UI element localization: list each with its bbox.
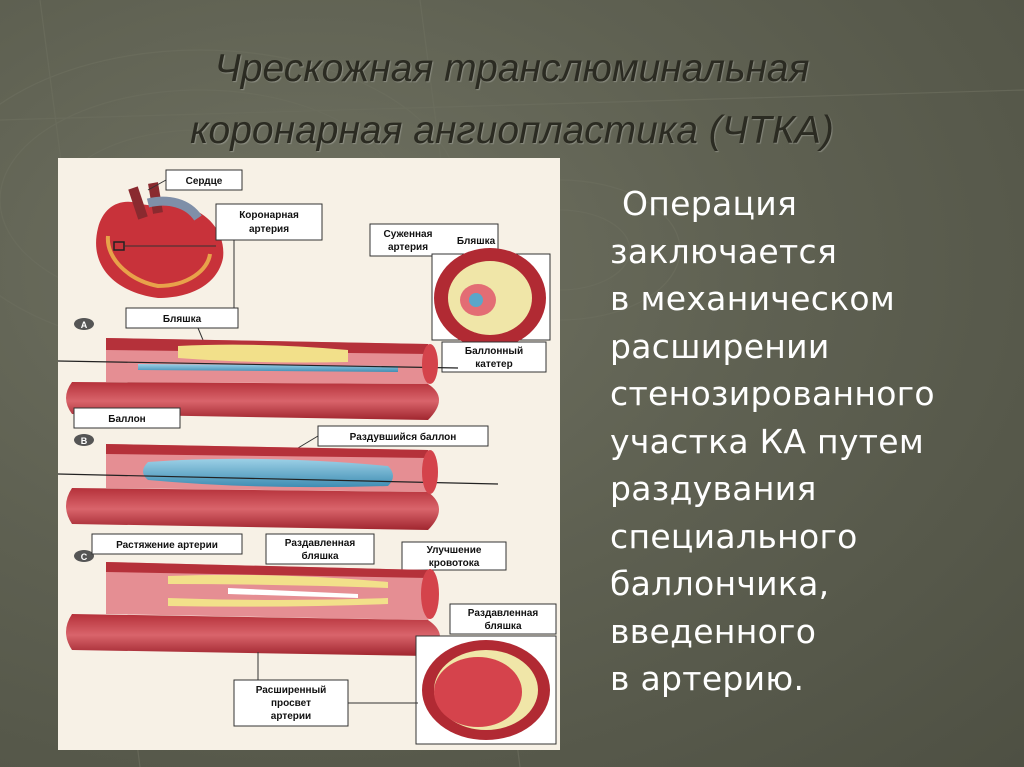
body-line: расширении <box>610 323 1010 371</box>
body-line: введенного <box>610 608 1010 656</box>
angioplasty-diagram: Сердце Коронарная артерия Суженная артер… <box>58 158 560 750</box>
label-balloon: Баллон <box>74 408 180 428</box>
cross-section-narrowed <box>432 248 550 348</box>
svg-text:Раздавленная: Раздавленная <box>468 608 539 619</box>
label-crushed-plaque-right: Раздавленная бляшка <box>450 604 556 634</box>
svg-text:Суженная: Суженная <box>384 229 433 240</box>
step-c-badge: C <box>74 550 94 562</box>
body-line: участка КА путем <box>610 418 1010 466</box>
svg-text:просвет: просвет <box>271 698 311 709</box>
svg-text:артерия: артерия <box>249 224 289 235</box>
body-line: Операция <box>610 180 1010 228</box>
svg-text:Улучшение: Улучшение <box>427 545 482 556</box>
svg-text:Раздувшийся баллон: Раздувшийся баллон <box>350 431 457 443</box>
body-text: Операция заключается в механическом расш… <box>610 180 1010 703</box>
cross-section-widened <box>416 636 556 744</box>
body-line: раздувания <box>610 465 1010 513</box>
svg-text:Бляшка: Бляшка <box>457 236 496 247</box>
svg-text:Расширенный: Расширенный <box>256 685 327 696</box>
step-b-badge: B <box>74 434 94 446</box>
label-crushed-plaque: Раздавленная бляшка <box>266 534 374 564</box>
svg-text:катетер: катетер <box>475 359 512 370</box>
body-line: специального <box>610 513 1010 561</box>
slide-title: Чрескожная транслюминальная коронарная а… <box>0 38 1024 162</box>
svg-text:артерия: артерия <box>388 242 428 253</box>
svg-text:Раздавленная: Раздавленная <box>285 538 356 549</box>
label-widened-lumen: Расширенный просвет артерии <box>234 652 418 726</box>
svg-text:Баллон: Баллон <box>108 414 145 425</box>
label-heart: Сердце <box>148 170 242 190</box>
step-a-badge: A <box>74 318 94 330</box>
svg-text:A: A <box>81 320 88 330</box>
body-line: стенозированного <box>610 370 1010 418</box>
vessel-step-c <box>66 562 440 656</box>
svg-text:Бляшка: Бляшка <box>163 314 202 325</box>
svg-text:Баллонный: Баллонный <box>465 346 523 357</box>
svg-text:Растяжение артерии: Растяжение артерии <box>116 540 218 551</box>
label-artery-stretch: Растяжение артерии <box>92 534 242 554</box>
svg-text:бляшка: бляшка <box>301 550 338 562</box>
svg-text:бляшка: бляшка <box>484 620 521 632</box>
heart-illustration <box>96 183 223 298</box>
label-blood-flow: Улучшение кровотока <box>402 542 506 570</box>
body-line: баллончика, <box>610 560 1010 608</box>
svg-text:B: B <box>81 436 88 446</box>
body-line: заключается <box>610 228 1010 276</box>
body-line: в артерию. <box>610 655 1010 703</box>
title-line-2: коронарная ангиопластика (ЧТКА) <box>0 100 1024 162</box>
svg-text:C: C <box>81 552 88 562</box>
svg-text:кровотока: кровотока <box>429 558 480 569</box>
vessel-step-b <box>58 444 498 530</box>
svg-text:Коронарная: Коронарная <box>239 210 299 221</box>
svg-text:артерии: артерии <box>271 711 311 722</box>
title-line-1: Чрескожная транслюминальная <box>0 38 1024 100</box>
svg-text:Сердце: Сердце <box>186 176 223 187</box>
body-line: в механическом <box>610 275 1010 323</box>
